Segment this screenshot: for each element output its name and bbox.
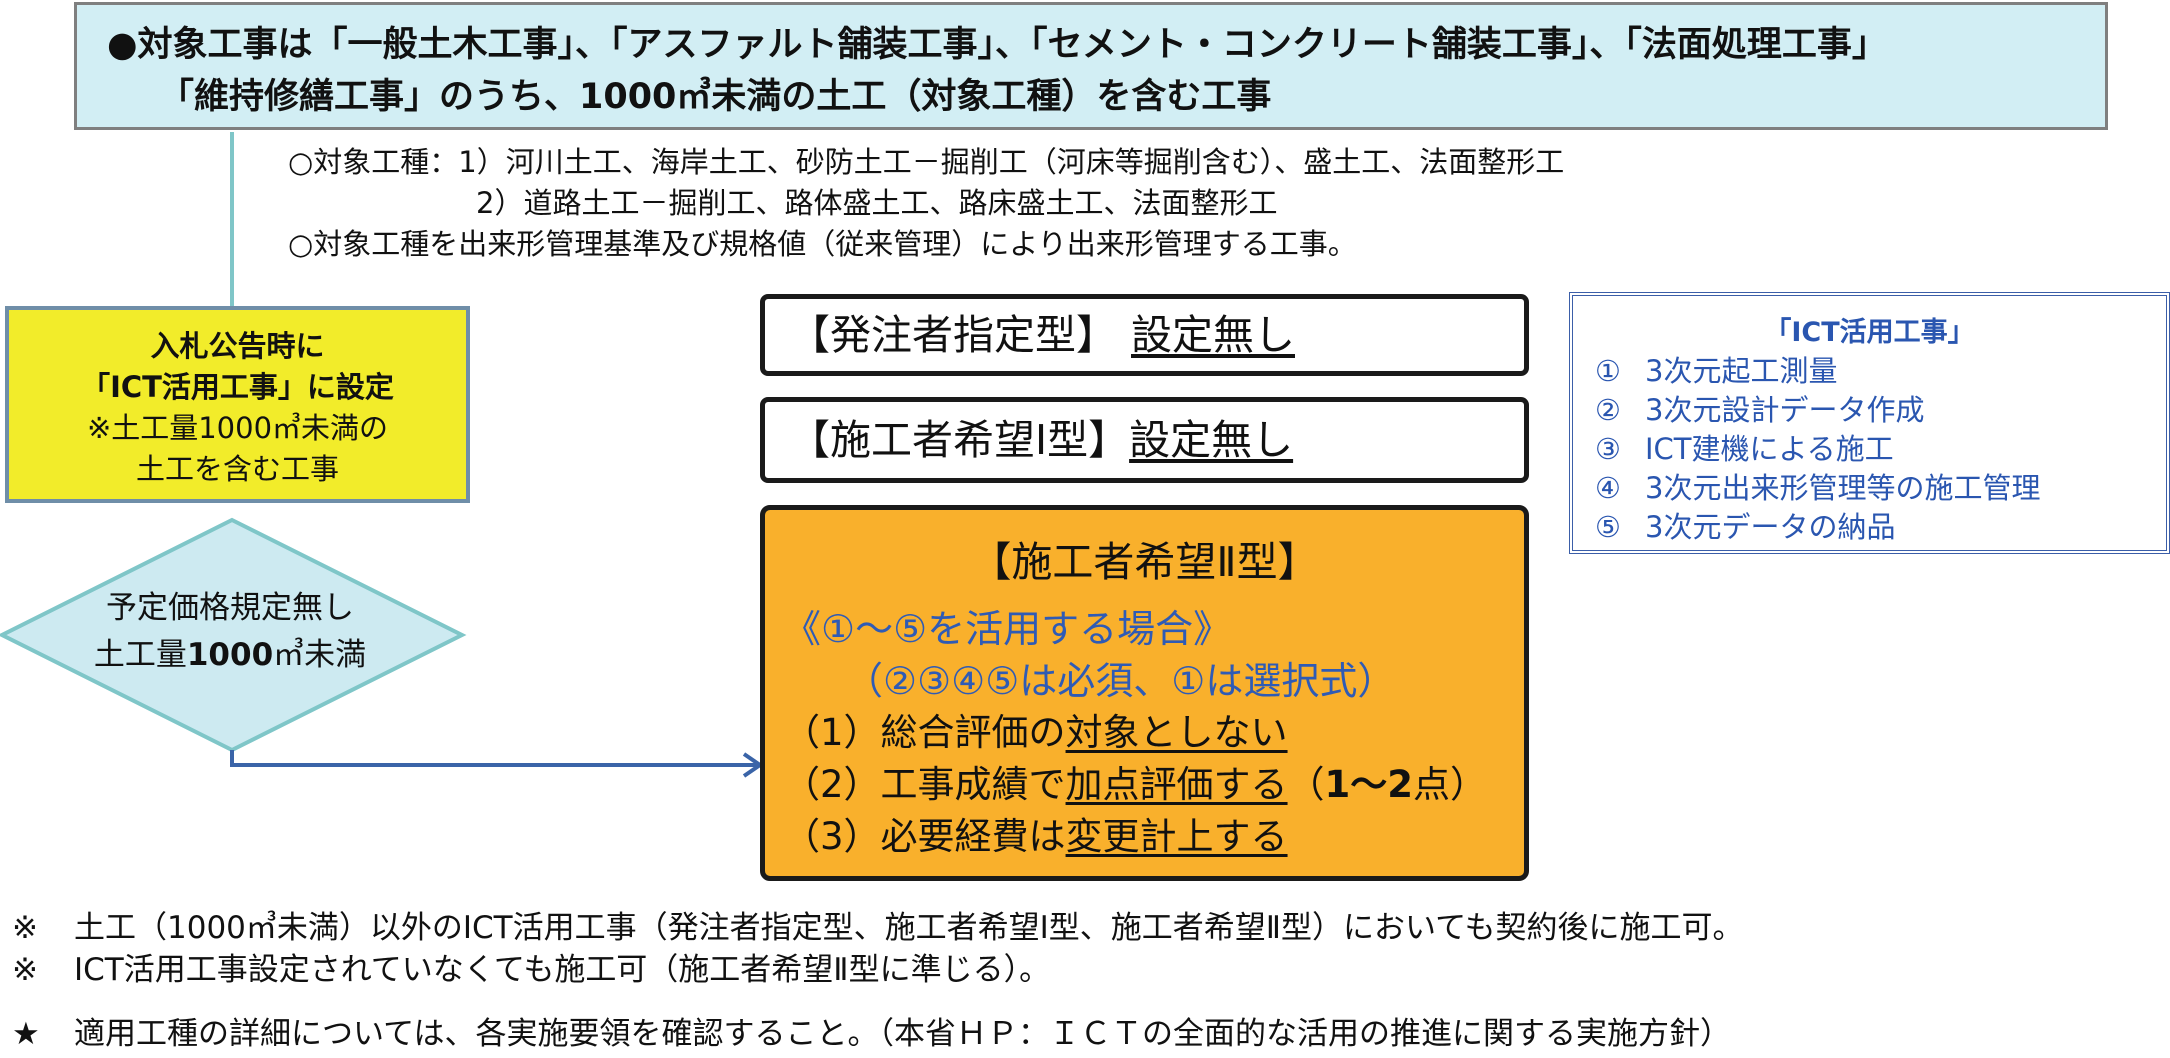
type1-status: 設定無し: [1131, 311, 1295, 359]
type3-title: 【施工者希望Ⅱ型】: [970, 538, 1319, 586]
diamond-line-2b: 1000: [186, 637, 274, 673]
type1-label: 【発注者指定型】: [789, 311, 1117, 359]
type3-effect-3: （3）必要経費は変更計上する: [783, 806, 1288, 860]
ict-item-5-text: 3次元データの納品: [1645, 510, 1896, 544]
footnote-3: ★ 適用工種の詳細については、各実施要領を確認すること。（本省ＨＰ：ＩＣＴの全面的…: [12, 1008, 1731, 1053]
ict-utilization-box: 「ICT活用工事」 ① 3次元起工測量 ② 3次元設計データ作成 ③ ICT建機による…: [1569, 292, 2170, 554]
diamond-line-2a: 土工量: [93, 637, 187, 673]
effect1-underlined: 対象としない: [1065, 711, 1288, 754]
ict-item-4-num: ④: [1595, 471, 1621, 505]
contractor-request-type1-box: 【施工者希望Ⅰ型】設定無し: [760, 397, 1529, 483]
diamond-line-1: 予定価格規定無し: [106, 590, 354, 626]
footnote-1: ※ 土工（1000㎥未満）以外のICT活用工事（発注者指定型、施工者希望Ⅰ型、施工…: [12, 902, 1744, 947]
type3-condition: 《①～⑤を活用する場合》: [783, 607, 1232, 651]
footnote-3-text: 適用工種の詳細については、各実施要領を確認すること。（本省ＨＰ：ＩＣＴの全面的な…: [74, 1016, 1731, 1052]
ict-item-4-text: 3次元出来形管理等の施工管理: [1645, 471, 2041, 505]
effect2-underlined: 加点評価する: [1065, 763, 1288, 806]
effect3-prefix: （3）必要経費は: [783, 815, 1066, 858]
type3-effect-1: （1）総合評価の対象としない: [783, 702, 1288, 756]
ict-item-2: ② 3次元設計データ作成: [1595, 387, 1924, 429]
scope-line-2: 2）道路土工－掘削工、路体盛土工、路床盛土工、法面整形工: [476, 186, 1278, 220]
effect2-points: 1～2: [1324, 763, 1414, 806]
ict-item-4: ④ 3次元出来形管理等の施工管理: [1595, 465, 2040, 507]
effect2-prefix: （2）工事成績で: [783, 763, 1066, 806]
footnote-1-text: 土工（1000㎥未満）以外のICT活用工事（発注者指定型、施工者希望Ⅰ型、施工者…: [74, 910, 1744, 946]
header-line-1: ●対象工事は「一般土木工事」、「アスファルト舗装工事」、「セメント・コンクリート…: [107, 25, 1887, 65]
type3-effect-2: （2）工事成績で加点評価する（1～2点）: [783, 754, 1487, 808]
ict-item-2-text: 3次元設計データ作成: [1645, 393, 1925, 427]
tender-notice-box: 入札公告時に 「ICT活用工事」に設定 ※土工量1000㎥未満の 土工を含む工事: [5, 306, 470, 503]
tender-notice-line-3: ※土工量1000㎥未満の: [86, 411, 389, 445]
diamond-line-2: 土工量1000㎥未満: [40, 632, 420, 679]
ict-box-title: 「ICT活用工事」: [1764, 317, 1975, 348]
ict-item-1: ① 3次元起工測量: [1595, 348, 1837, 390]
owner-designated-type-box: 【発注者指定型】設定無し: [760, 294, 1529, 376]
scope-line-1: ○対象工種：1）河川土工、海岸土工、砂防土工－掘削工（河床等掘削含む）、盛土工、…: [288, 145, 1565, 179]
type2-label: 【施工者希望Ⅰ型】: [789, 416, 1130, 464]
scope-line-3: ○対象工種を出来形管理基準及び規格値（従来管理）により出来形管理する工事。: [288, 227, 1357, 261]
type3-requirement: （②③④⑤は必須、①は選択式）: [845, 659, 1396, 703]
tender-notice-line-2: 「ICT活用工事」に設定: [81, 370, 394, 404]
effect3-underlined: 変更計上する: [1065, 815, 1288, 858]
ict-item-3-text: ICT建機による施工: [1645, 432, 1894, 466]
ict-item-1-num: ①: [1595, 354, 1621, 388]
contractor-request-type2-box: 【施工者希望Ⅱ型】 《①～⑤を活用する場合》 （②③④⑤は必須、①は選択式） （…: [760, 505, 1529, 881]
effect1-prefix: （1）総合評価の: [783, 711, 1066, 754]
footnote-3-mark: ★: [12, 1016, 40, 1052]
tender-notice-line-4: 土工を含む工事: [135, 452, 339, 486]
diamond-to-type2-arrow: [230, 750, 760, 767]
header-line-2: 「維持修繕工事」のうち、1000㎥未満の土工（対象工種）を含む工事: [159, 77, 1272, 117]
footnote-2-text: ICT活用工事設定されていなくても施工可（施工者希望Ⅱ型に準じる）。: [74, 952, 1051, 988]
footnote-2-mark: ※: [12, 952, 38, 988]
ict-item-3: ③ ICT建機による施工: [1595, 426, 1894, 468]
ict-item-3-num: ③: [1595, 432, 1621, 466]
ict-item-2-num: ②: [1595, 393, 1621, 427]
target-works-header: ●対象工事は「一般土木工事」、「アスファルト舗装工事」、「セメント・コンクリート…: [74, 2, 2108, 130]
type2-status: 設定無し: [1129, 416, 1294, 464]
effect2-paren-open: （: [1287, 763, 1325, 806]
ict-item-5: ⑤ 3次元データの納品: [1595, 504, 1895, 546]
tender-notice-line-1: 入札公告時に: [150, 329, 325, 363]
condition-diamond-label: 予定価格規定無し 土工量1000㎥未満: [40, 585, 420, 679]
ict-item-5-num: ⑤: [1595, 510, 1621, 544]
footnote-1-mark: ※: [12, 910, 38, 946]
footnote-2: ※ ICT活用工事設定されていなくても施工可（施工者希望Ⅱ型に準じる）。: [12, 944, 1050, 989]
effect2-paren-close: 点）: [1413, 763, 1488, 806]
ict-item-1-text: 3次元起工測量: [1645, 354, 1838, 388]
diamond-line-2c: ㎥未満: [273, 637, 367, 673]
